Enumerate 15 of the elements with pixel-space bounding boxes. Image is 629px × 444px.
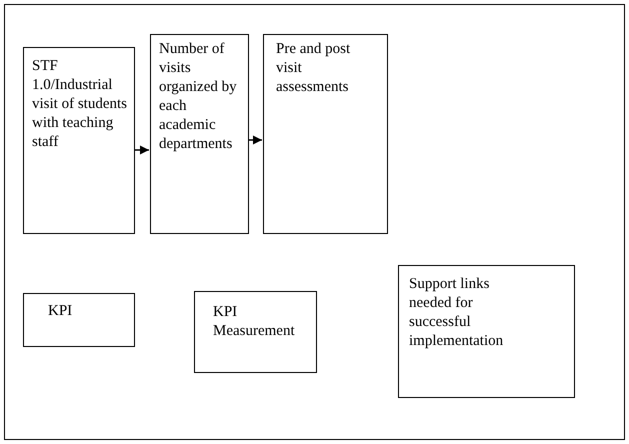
process-box [23,293,135,347]
process-box [150,34,249,234]
box-text: KPI Measurement [213,303,296,341]
arrow [134,146,149,154]
box-text: Number of visits organized by each academic departments [159,40,238,154]
box-text: Support links needed for successful implementation [409,275,504,351]
arrow [248,136,262,144]
box-text: KPI [48,302,74,321]
process-box [263,34,388,234]
process-box [398,265,575,398]
process-box [194,291,317,373]
box-text: STF 1.0/Industrial visit of students with teaching staff [32,57,128,152]
box-text: Pre and post visit assessments [276,40,352,97]
process-box [23,47,135,234]
frame-box [4,4,625,440]
